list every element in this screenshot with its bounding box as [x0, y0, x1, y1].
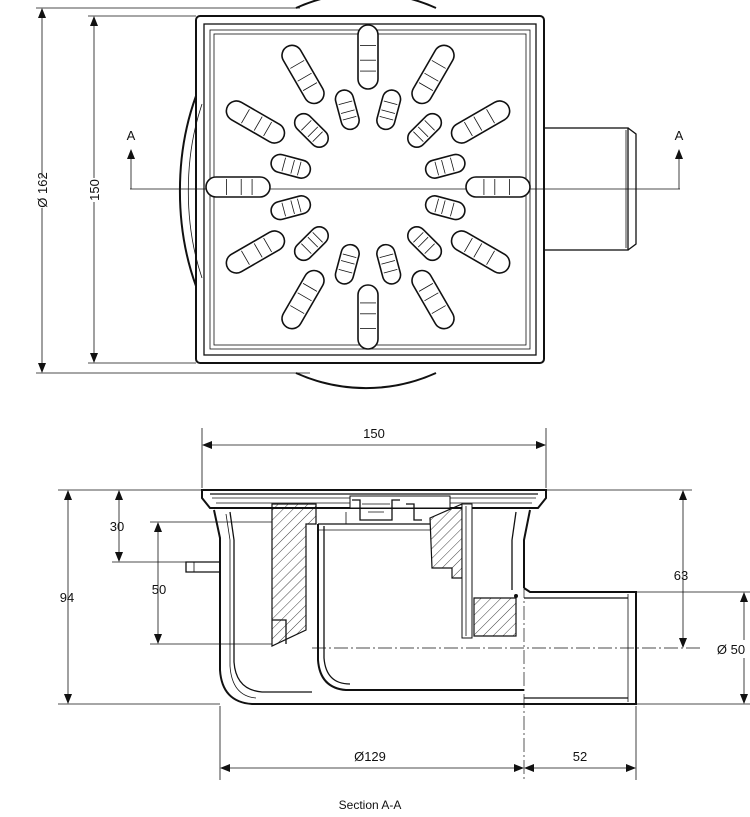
dim-50: 50 [150, 521, 272, 645]
grate-slot [293, 225, 330, 262]
grate-slot [334, 243, 360, 285]
dim-outlet-diameter: Ø 50 [636, 591, 750, 705]
dim-side-label: 150 [87, 179, 102, 201]
body-wall [185, 509, 524, 705]
section-frame [201, 489, 547, 525]
trap-wall-left [271, 503, 317, 647]
dim-outer-diameter: Ø 162 [34, 7, 310, 374]
top-view: A A Ø 162 150 [34, 0, 684, 390]
grate-slot [225, 100, 286, 144]
dim-30: 30 [110, 490, 186, 563]
grate-slot [411, 44, 455, 105]
grate-slot [293, 112, 330, 149]
grate-slot [406, 112, 443, 149]
grate-slot [281, 269, 325, 330]
dim-52-label: 52 [573, 749, 587, 764]
section-mark-right-label: A [675, 128, 684, 143]
dim-top-width-label: 150 [363, 426, 385, 441]
dim-50-label: 50 [152, 582, 166, 597]
dim-side: 150 [86, 15, 196, 364]
grate-slot [450, 230, 511, 274]
dim-94-label: 94 [60, 590, 74, 605]
trap-insert [461, 503, 473, 639]
dim-outlet-diameter-label: Ø 50 [717, 642, 745, 657]
dim-52: 52 [524, 706, 637, 780]
grate-slot [357, 284, 379, 350]
dim-body-diameter: Ø129 [219, 706, 524, 780]
grate-slot [424, 153, 466, 179]
inner-bend [317, 523, 524, 691]
grate-slots [205, 24, 531, 350]
grate-slot [334, 89, 360, 131]
grate-slot [357, 24, 379, 90]
dim-top-width: 150 [201, 426, 547, 488]
grate-slot [281, 44, 325, 105]
outlet-seal [473, 597, 517, 637]
outlet-pipe [523, 587, 637, 705]
grate-slot [270, 195, 312, 221]
grate-slot [465, 176, 531, 198]
grate-slot [270, 153, 312, 179]
grate-slot [450, 100, 511, 144]
dim-94: 94 [58, 489, 220, 705]
grate-slot [225, 230, 286, 274]
section-view: 150 94 30 50 63 [58, 426, 750, 812]
grate-slot [205, 176, 271, 198]
dim-63: 63 [546, 489, 692, 648]
round-body-outline [295, 0, 437, 390]
dim-63-label: 63 [674, 568, 688, 583]
grate-slot [406, 225, 443, 262]
grate-slot [424, 195, 466, 221]
section-mark-left-label: A [127, 128, 136, 143]
section-caption: Section A-A [339, 798, 402, 812]
body-wall-right [511, 509, 531, 590]
dim-outer-diameter-label: Ø 162 [35, 172, 50, 207]
grate-slot [376, 89, 402, 131]
dim-body-diameter-label: Ø129 [354, 749, 386, 764]
dim-30-label: 30 [110, 519, 124, 534]
grate-slot [376, 243, 402, 285]
trap-wall-right [429, 503, 463, 579]
round-body-left [178, 95, 197, 287]
grate-slot [411, 269, 455, 330]
section-mark-right: A [675, 128, 684, 189]
section-mark-left: A [127, 128, 136, 189]
